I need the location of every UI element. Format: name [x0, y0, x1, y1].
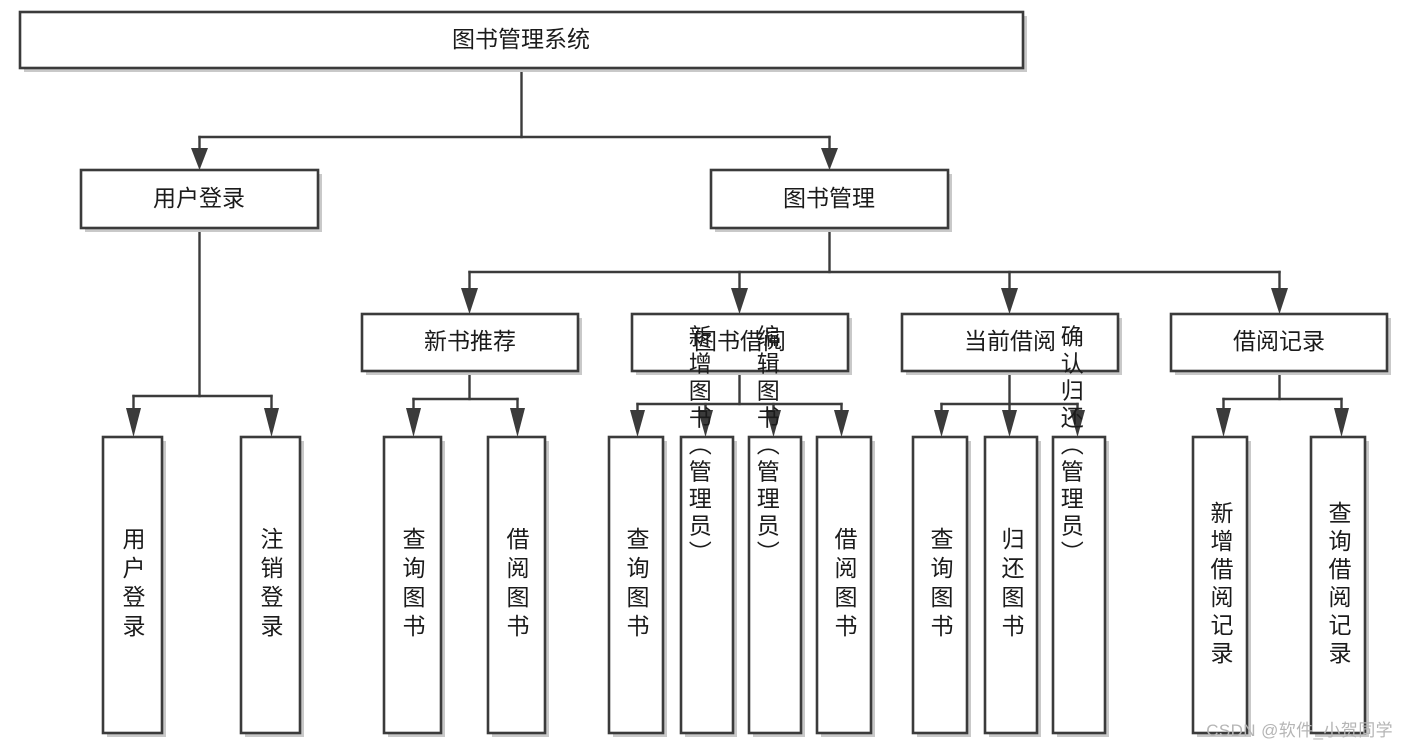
- node-leaf-add-borrow-record[interactable]: 新增借阅记录: [1191, 435, 1251, 737]
- node-leaf-add-borrow-record-label: 新增借阅记录: [1207, 501, 1234, 669]
- node-leaf-query-book-current[interactable]: 查询图书: [911, 435, 971, 737]
- node-leaf-borrow-book-recommend[interactable]: 借阅图书: [486, 435, 549, 737]
- arrow-head-leaf-borrow-book: [834, 410, 849, 437]
- arrow-head-leaf-query-book-current: [934, 410, 949, 437]
- node-leaf-return-book-label: 归还图书: [998, 527, 1025, 643]
- arrow-head-leaf-add-borrow-record: [1216, 408, 1231, 437]
- arrow-head-leaf-confirm-return: [1070, 410, 1085, 437]
- edge-layer: [126, 66, 1349, 437]
- node-borrow-record[interactable]: 借阅记录: [1169, 312, 1391, 375]
- node-user-login[interactable]: 用户登录: [79, 168, 322, 232]
- arrow-head-leaf-query-book-borrow: [630, 410, 645, 437]
- node-leaf-query-book-current-label: 查询图书: [927, 527, 954, 643]
- node-leaf-query-book-borrow[interactable]: 查询图书: [607, 435, 667, 737]
- arrow-head-leaf-query-borrow-record: [1334, 408, 1349, 437]
- node-leaf-confirm-return-label: 确认归还（管理员）: [1057, 325, 1084, 568]
- arrow-head-leaf-logout-login: [264, 408, 279, 437]
- node-leaf-borrow-book[interactable]: 借阅图书: [815, 435, 875, 737]
- node-leaf-add-book[interactable]: 新增图书（管理员）: [679, 325, 737, 738]
- node-leaf-logout-login-label: 注销登录: [257, 527, 284, 643]
- arrow-head-leaf-borrow-book-recommend: [510, 408, 525, 437]
- arrow-head-borrow-record: [1271, 288, 1288, 314]
- node-leaf-add-book-label: 新增图书（管理员）: [685, 325, 712, 568]
- node-borrow-record-label: 借阅记录: [1233, 328, 1325, 354]
- node-leaf-edit-book[interactable]: 编辑图书（管理员）: [747, 325, 805, 738]
- node-book-borrow-label: 图书借阅: [694, 328, 786, 354]
- node-leaf-query-book-borrow-label: 查询图书: [623, 527, 650, 643]
- node-leaf-query-book-recommend[interactable]: 查询图书: [382, 435, 445, 737]
- arrow-head-leaf-return-book: [1002, 410, 1017, 437]
- arrow-head-leaf-edit-book: [766, 410, 781, 437]
- arrow-head-new-book-recommend: [461, 288, 478, 314]
- node-leaf-query-borrow-record-label: 查询借阅记录: [1325, 501, 1352, 669]
- node-new-book-recommend[interactable]: 新书推荐: [360, 312, 582, 375]
- node-leaf-borrow-book-recommend-label: 借阅图书: [503, 527, 530, 643]
- node-root[interactable]: 图书管理系统: [18, 10, 1027, 72]
- arrow-head-leaf-user-login: [126, 408, 141, 437]
- arrow-head-user-login: [191, 148, 208, 170]
- node-leaf-borrow-book-label: 借阅图书: [831, 527, 858, 643]
- node-leaf-return-book[interactable]: 归还图书: [983, 435, 1041, 737]
- node-leaf-edit-book-label: 编辑图书（管理员）: [753, 325, 780, 568]
- node-root-label: 图书管理系统: [452, 26, 590, 52]
- node-leaf-confirm-return[interactable]: 确认归还（管理员）: [1051, 325, 1109, 738]
- node-book-manage[interactable]: 图书管理: [709, 168, 952, 232]
- arrow-head-book-borrow: [731, 288, 748, 314]
- node-user-login-label: 用户登录: [153, 185, 245, 211]
- node-current-borrow[interactable]: 当前借阅: [900, 312, 1122, 375]
- arrow-head-leaf-add-book: [698, 410, 713, 437]
- arrow-head-book-manage: [821, 148, 838, 170]
- node-leaf-query-borrow-record[interactable]: 查询借阅记录: [1309, 435, 1369, 737]
- node-leaf-logout-login[interactable]: 注销登录: [239, 435, 304, 737]
- node-new-book-recommend-label: 新书推荐: [424, 328, 516, 354]
- csdn-watermark: CSDN @软件_小贺同学: [1206, 721, 1393, 740]
- node-leaf-query-book-recommend-label: 查询图书: [399, 527, 426, 643]
- arrow-head-current-borrow: [1001, 288, 1018, 314]
- node-book-borrow[interactable]: 图书借阅: [630, 312, 852, 375]
- node-leaf-user-login[interactable]: 用户登录: [101, 435, 166, 737]
- node-leaf-user-login-label: 用户登录: [119, 527, 146, 643]
- node-book-manage-label: 图书管理: [783, 185, 875, 211]
- arrow-head-leaf-query-book-recommend: [406, 408, 421, 437]
- node-current-borrow-label: 当前借阅: [964, 328, 1056, 354]
